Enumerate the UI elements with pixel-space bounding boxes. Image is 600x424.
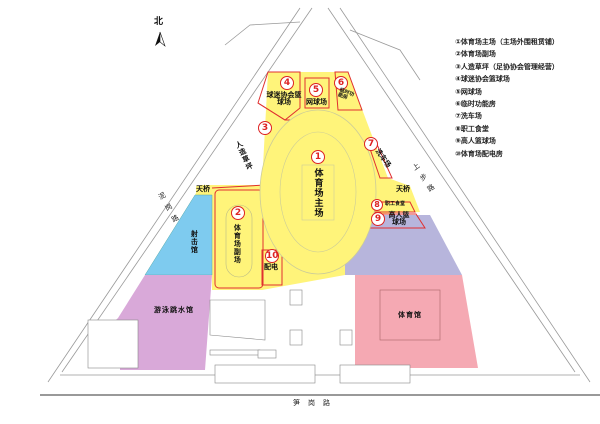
legend-item: ⑧职工食堂 [455, 124, 489, 133]
label-swimming-hall[interactable]: 游泳跳水馆 [154, 306, 194, 314]
label-fan-basketball[interactable]: 球迷协会篮球场 [266, 91, 302, 107]
marker-4[interactable]: 4 [280, 76, 294, 90]
north-label: 北 [154, 17, 164, 27]
shooting-hall-zone [144, 194, 213, 276]
road-bottom: 笋岗路 [293, 399, 338, 407]
marker-9[interactable]: 9 [371, 212, 385, 226]
legend-item: ③人造草坪（足协协会管理经营） [455, 62, 559, 71]
marker-6[interactable]: 6 [334, 76, 348, 90]
legend-item: ⑩体育场配电房 [455, 149, 503, 158]
label-bridge-left[interactable]: 天桥 [196, 185, 210, 194]
gym-zone [355, 275, 478, 368]
buildings [209, 289, 411, 384]
label-sub-stadium[interactable]: 体育场副场 [233, 224, 242, 264]
marker-10[interactable]: 10 [265, 249, 279, 263]
marker-1[interactable]: 1 [311, 150, 325, 164]
label-bridge-right[interactable]: 天桥 [396, 185, 410, 193]
label-shooting-hall[interactable]: 射击馆 [190, 230, 199, 254]
marker-5[interactable]: 5 [309, 83, 323, 97]
label-tall-basketball[interactable]: 高人篮球场 [388, 211, 410, 227]
marker-3[interactable]: 3 [258, 121, 272, 135]
legend-item: ⑦洗车场 [455, 112, 482, 121]
legend-item: ①体育场主场（主场外围租赁铺） [455, 38, 559, 46]
legend: ①体育场主场（主场外围租赁铺） ②体育场副场 ③人造草坪（足协协会管理经营） ④… [455, 36, 559, 160]
marker-8[interactable]: 8 [371, 199, 383, 211]
legend-item: ⑥临时功能房 [455, 99, 496, 108]
label-power-room[interactable]: 配电 [264, 263, 278, 271]
marker-2[interactable]: 2 [231, 206, 245, 220]
marker-7[interactable]: 7 [364, 137, 378, 151]
label-tennis[interactable]: 网球场 [306, 98, 327, 106]
label-gym[interactable]: 体育馆 [398, 311, 422, 319]
road-lines [40, 7, 600, 396]
legend-item: ②体育场副场 [455, 50, 496, 59]
legend-item: ⑤网球场 [455, 87, 482, 96]
label-staff-canteen[interactable]: 职工食堂 [385, 201, 406, 207]
north-arrow-icon [155, 31, 166, 47]
legend-item: ⑨高人篮球场 [455, 137, 496, 146]
lavender-zone [345, 215, 462, 275]
main-stadium-shape [259, 109, 377, 275]
legend-item: ④球迷协会篮球场 [455, 75, 510, 84]
label-main-stadium[interactable]: 体育场主场 [312, 168, 323, 218]
